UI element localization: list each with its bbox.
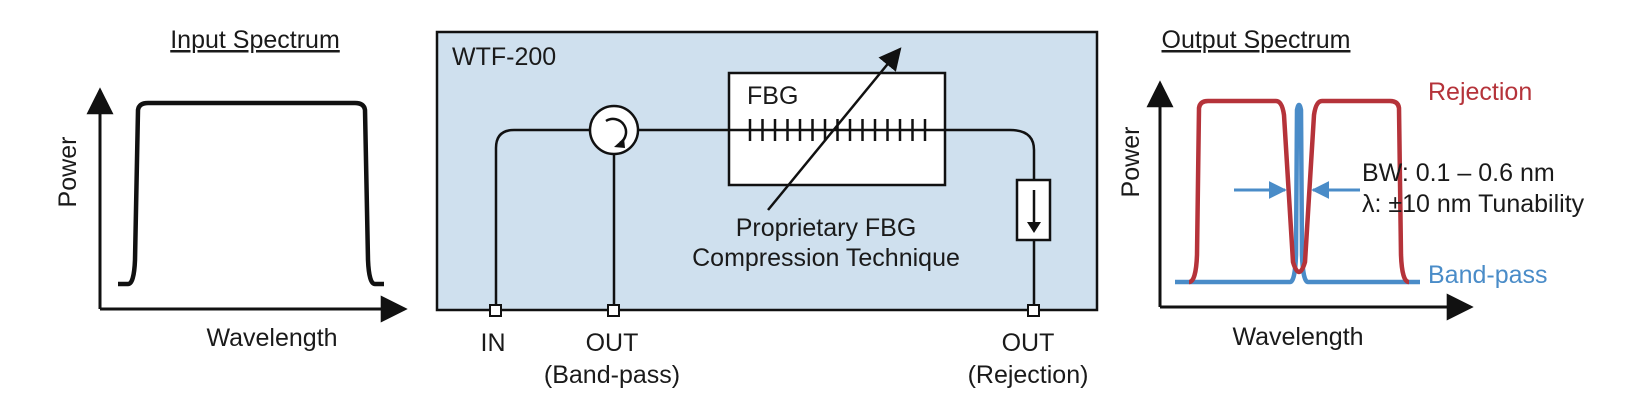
fbg-module: FBG bbox=[727, 47, 947, 211]
port-out-bandpass bbox=[607, 304, 620, 317]
rejection-legend-label: Rejection bbox=[1428, 78, 1532, 106]
fiber-through bbox=[636, 128, 1036, 180]
tuning-arrow bbox=[767, 47, 902, 211]
tunability-text: λ: ±10 nm Tunability bbox=[1362, 190, 1585, 218]
bandpass-legend-label: Band-pass bbox=[1428, 261, 1548, 289]
isolator-arrow-icon bbox=[1027, 222, 1041, 233]
rejection-curve bbox=[1188, 98, 1410, 285]
device-block: WTF-200 FBG Proprietary FBG Compress bbox=[435, 30, 1099, 389]
circulator-body bbox=[588, 104, 640, 156]
circulator-arrowhead-icon bbox=[614, 138, 625, 148]
output-x-axis-label: Wavelength bbox=[1232, 323, 1363, 351]
device-name: WTF-200 bbox=[452, 43, 556, 71]
circulator bbox=[588, 104, 640, 156]
port-out-rejection-label: OUT bbox=[1002, 329, 1055, 357]
port-out-bandpass-sublabel: (Band-pass) bbox=[544, 361, 680, 389]
input-x-axis-label: Wavelength bbox=[206, 324, 337, 352]
output-spectrum-title: Output Spectrum bbox=[1162, 26, 1351, 54]
port-out-rejection-sublabel: (Rejection) bbox=[968, 361, 1089, 389]
port-in bbox=[489, 304, 502, 317]
input-spectrum-title: Input Spectrum bbox=[170, 26, 340, 54]
port-out-rejection bbox=[1027, 304, 1040, 317]
bw-text: BW: 0.1 – 0.6 nm bbox=[1362, 159, 1555, 187]
output-y-axis-label: Power bbox=[1117, 127, 1145, 198]
fiber-in bbox=[494, 128, 592, 310]
output-spectrum-panel: Output Spectrum Power Wavelength Rejecti… bbox=[1117, 26, 1585, 351]
isolator bbox=[1015, 178, 1052, 242]
technique-line-2: Compression Technique bbox=[692, 244, 960, 272]
input-y-axis-label: Power bbox=[54, 137, 82, 208]
port-in-label: IN bbox=[481, 329, 506, 357]
input-spectrum-panel: Input Spectrum Power Wavelength bbox=[54, 26, 408, 352]
port-out-bandpass-label: OUT bbox=[586, 329, 639, 357]
bandpass-curve bbox=[1175, 102, 1420, 285]
input-spectrum-curve bbox=[118, 100, 384, 287]
fbg-grating-lines bbox=[748, 119, 927, 141]
fbg-label: FBG bbox=[747, 82, 798, 110]
technique-line-1: Proprietary FBG bbox=[736, 214, 917, 242]
